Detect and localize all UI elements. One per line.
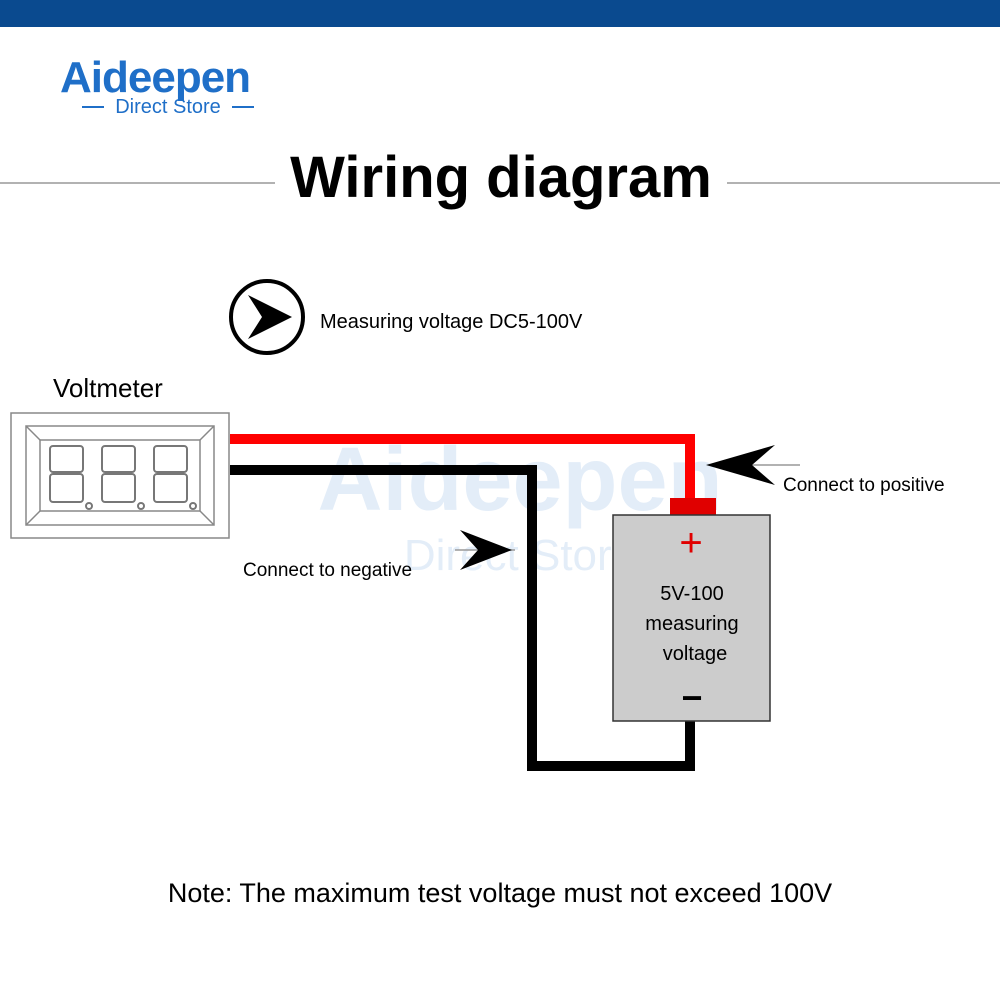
- positive-terminal: [670, 498, 716, 516]
- plus-sign: +: [679, 521, 702, 565]
- logo-subtext: Direct Store: [115, 96, 221, 118]
- negative-wire: [230, 465, 695, 771]
- positive-arrow-icon: [706, 445, 800, 485]
- top-bar: [0, 0, 1000, 27]
- negative-arrow-icon: [455, 530, 515, 570]
- page-title: Wiring diagram: [290, 145, 712, 210]
- svg-text:Aideepen: Aideepen: [317, 430, 722, 530]
- svg-text:Direct Store: Direct Store: [404, 531, 636, 580]
- voltmeter-label: Voltmeter: [53, 373, 163, 403]
- spec-label: Measuring voltage DC5-100V: [320, 311, 583, 333]
- positive-wire: [230, 434, 695, 500]
- source-line2: measuring: [645, 613, 738, 635]
- minus-sign: −: [681, 677, 702, 718]
- logo-text: Aideepen: [60, 53, 250, 102]
- source-line1: 5V-100: [660, 583, 723, 605]
- seven-segment-digits: [49, 445, 197, 510]
- source-line3: voltage: [663, 643, 728, 665]
- watermark: Aideepen Direct Store: [317, 430, 722, 580]
- positive-annotation: Connect to positive: [783, 475, 945, 496]
- voltmeter-device: [10, 412, 230, 539]
- arrow-circle-icon: [229, 279, 305, 355]
- brand-logo: Aideepen Direct Store: [60, 53, 254, 118]
- note: Note: The maximum test voltage must not …: [168, 878, 832, 908]
- negative-annotation: Connect to negative: [243, 560, 412, 581]
- voltage-source: [612, 514, 771, 722]
